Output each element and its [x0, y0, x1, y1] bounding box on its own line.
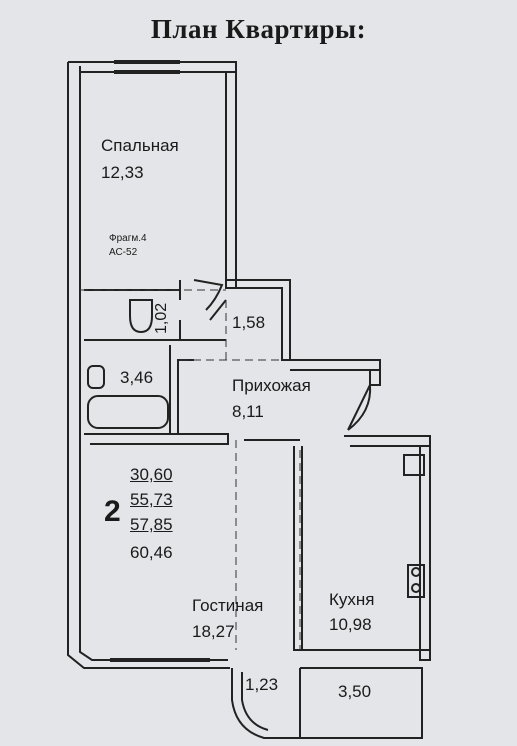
bathtub	[87, 395, 169, 429]
summary-total-area-1: 55,73	[130, 490, 173, 509]
bedroom-window	[114, 60, 180, 74]
sink	[87, 365, 105, 389]
hall-right-wall	[369, 360, 381, 386]
summary-total-area-2: 57,85	[130, 515, 173, 534]
bedroom-name: Спальная	[101, 136, 179, 155]
balcony-small-area: 1,23	[245, 675, 279, 694]
kitchen-area: 10,98	[329, 615, 372, 634]
kitchen-right-wall	[419, 445, 431, 661]
living-kitchen-wall	[293, 446, 303, 651]
hall-top-wall	[282, 359, 381, 371]
summary-total-area-3: 60,46	[130, 543, 173, 562]
summary-living-area: 30,60	[130, 465, 173, 484]
closet-door	[209, 299, 227, 321]
plan-title: План Квартиры:	[150, 14, 367, 44]
toilet	[129, 299, 153, 334]
kitchen-top-wall	[344, 435, 431, 447]
bedroom-right-wall	[225, 72, 237, 289]
kitchen-name: Кухня	[329, 590, 375, 609]
entrance-door	[347, 384, 372, 431]
wc-area: 1,02	[153, 302, 170, 334]
living-area: 18,27	[192, 622, 235, 641]
fragment-note-line1: Фрагм.4	[109, 233, 147, 244]
bedroom-door	[193, 279, 224, 311]
balcony-small	[231, 668, 301, 739]
closet-area: 1,58	[232, 313, 266, 332]
living-top-wall	[84, 433, 229, 445]
hallway-area: 8,11	[232, 402, 264, 421]
bathroom-area: 3,46	[120, 368, 154, 387]
living-name: Гостиная	[192, 596, 264, 615]
hallway-name: Прихожая	[232, 376, 311, 395]
kitchen-sink	[403, 454, 425, 476]
fragment-note-line2: АС-52	[109, 247, 138, 258]
outer-wall-left	[67, 62, 230, 669]
balcony-large	[300, 667, 423, 739]
bath-wall	[169, 345, 194, 435]
balcony-area: 3,50	[338, 682, 372, 701]
rooms-count: 2	[104, 495, 121, 528]
bedroom-area: 12,33	[101, 163, 144, 182]
stove	[407, 564, 425, 598]
balcony-small-inner	[241, 672, 269, 731]
